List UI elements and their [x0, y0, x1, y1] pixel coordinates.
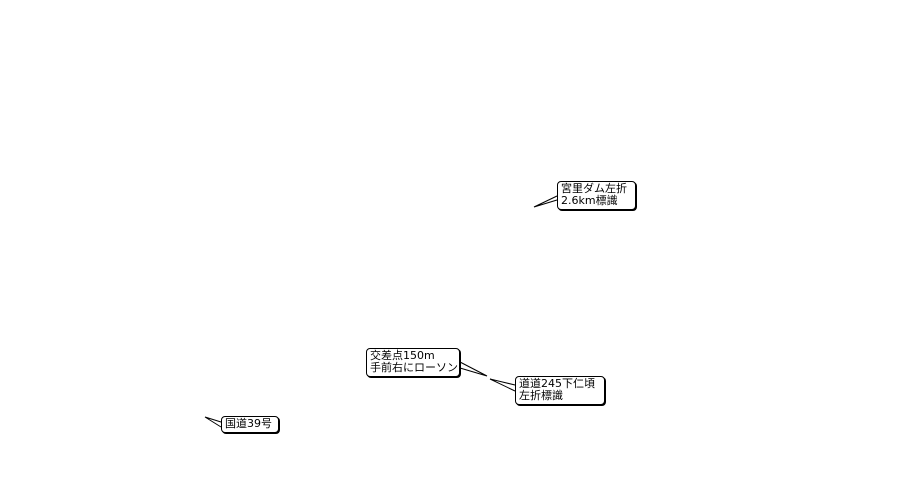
leader-route245-shimoni	[489, 378, 516, 392]
callout-text: 左折標識	[519, 389, 563, 402]
leader-miyasato-dam	[533, 195, 558, 208]
callout-intersection-lawson[interactable]: 交差点150m 手前右にローソン	[366, 348, 460, 377]
callout-text: 交差点150m	[370, 349, 435, 362]
callout-miyasato-dam[interactable]: 宮里ダム左折 2.6km標識	[557, 181, 636, 210]
callout-text: 2.6km標識	[561, 194, 618, 207]
callout-text: 国道39号	[225, 417, 272, 430]
callout-route245-shimoni[interactable]: 道道245下仁頃 左折標識	[515, 376, 605, 405]
leader-intersection-lawson	[459, 361, 488, 377]
callout-text: 宮里ダム左折	[561, 182, 627, 195]
callout-text: 道道245下仁頃	[519, 377, 595, 390]
callout-route39[interactable]: 国道39号	[221, 416, 279, 433]
leader-route39	[204, 416, 222, 428]
callout-text: 手前右にローソン	[370, 361, 458, 374]
